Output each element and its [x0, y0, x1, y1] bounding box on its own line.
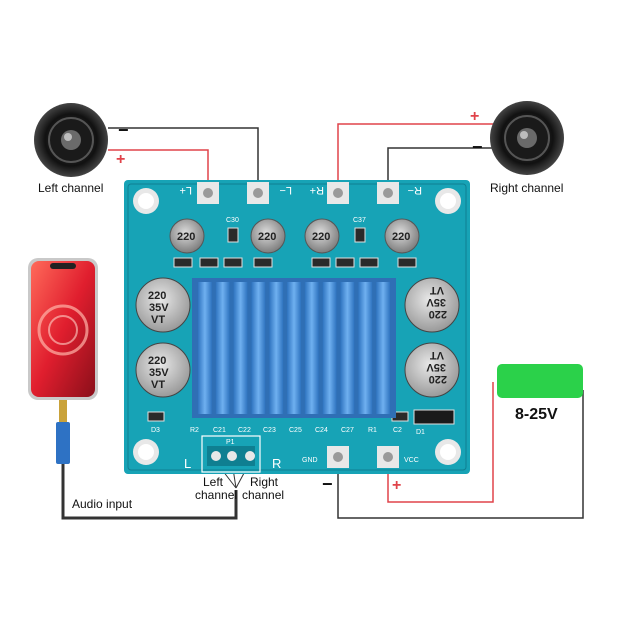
right-plus-mark: + — [470, 108, 479, 125]
heatsink — [192, 278, 396, 418]
heatsink-fin — [287, 282, 301, 414]
right-channel-label: Right channel — [490, 181, 563, 195]
silk-channel-r: R — [272, 456, 281, 471]
silk-gnd: GND — [302, 457, 318, 464]
heatsink-fin — [233, 282, 248, 414]
wire-right-minus — [387, 147, 495, 190]
wire-left-plus — [108, 149, 209, 190]
cap1-value: 220 — [148, 290, 166, 302]
heatsink-fin — [322, 282, 337, 414]
wire-right-plus — [337, 123, 495, 190]
heatsink-fin — [340, 282, 355, 414]
power-terminals — [327, 446, 399, 468]
silk-c30: C30 — [226, 217, 239, 224]
cap3-code: VT — [430, 284, 444, 296]
silk-ref-5: C24 — [315, 427, 328, 434]
silk-p1: P1 — [226, 439, 235, 446]
wires — [61, 123, 584, 520]
polarity-marks: − + + − − + — [116, 108, 483, 494]
silk-ref-8: C2 — [393, 427, 402, 434]
inductor-label-3: 220 — [312, 231, 330, 243]
phone-icon — [28, 258, 98, 400]
left-speaker-icon — [34, 103, 108, 177]
silk-ref-2: C22 — [238, 427, 251, 434]
gnd-minus-mark: − — [322, 474, 333, 494]
wire-vcc — [387, 382, 494, 503]
heatsink-fin — [304, 282, 319, 414]
speaker-terminals — [197, 182, 399, 204]
inductors — [169, 218, 420, 254]
cap3-value: 220 — [429, 308, 447, 320]
cap4-code: VT — [430, 349, 444, 361]
amplifier-board: L+ L− R+ R− 220 220 220 220 — [124, 180, 470, 474]
inductor-label-2: 220 — [258, 231, 276, 243]
heatsink-fin — [251, 282, 266, 414]
heatsink-fin — [376, 282, 390, 414]
heatsink-fin — [215, 282, 230, 414]
silk-channel-l: L — [184, 456, 191, 471]
wire-gnd — [337, 390, 584, 519]
left-plus-mark: + — [116, 151, 125, 168]
audio-jack-icon — [56, 400, 70, 464]
audio-input-label: Audio input — [72, 497, 133, 511]
left-minus-mark: − — [118, 120, 129, 140]
vcc-plus-mark: + — [392, 477, 401, 494]
terminal-label-rplus: R+ — [310, 184, 324, 196]
silk-d3: D3 — [151, 427, 160, 434]
silk-ref-1: C21 — [213, 427, 226, 434]
cap4-value: 220 — [429, 373, 447, 385]
right-speaker-icon — [490, 101, 564, 175]
silk-vcc: VCC — [404, 457, 419, 464]
cap2-value: 220 — [148, 355, 166, 367]
silk-ref-7: R1 — [368, 427, 377, 434]
battery-icon — [497, 364, 583, 398]
cap2-voltage: 35V — [149, 367, 169, 379]
cap2-code: VT — [151, 379, 165, 391]
silk-ref-4: C25 — [289, 427, 302, 434]
inductor-label-1: 220 — [177, 231, 195, 243]
cap3-voltage: 35V — [426, 296, 446, 308]
silk-ref-6: C27 — [341, 427, 354, 434]
mounting-holes — [133, 188, 461, 465]
voltage-label: 8-25V — [515, 406, 558, 423]
inductor-label-4: 220 — [392, 231, 410, 243]
left-channel-label: Left channel — [38, 181, 103, 195]
wire-audio — [61, 462, 238, 520]
cap1-voltage: 35V — [149, 302, 169, 314]
cap4-voltage: 35V — [426, 361, 446, 373]
silk-ref-3: C23 — [263, 427, 276, 434]
heatsink-fin — [269, 282, 284, 414]
cap1-code: VT — [151, 314, 165, 326]
terminal-label-rminus: R− — [408, 184, 422, 196]
heatsink-fin — [358, 282, 373, 414]
big-capacitors — [135, 277, 460, 398]
heatsink-fin — [198, 282, 212, 414]
terminal-label-lminus: L− — [279, 184, 292, 196]
silk-ref-0: R2 — [190, 427, 199, 434]
input-header — [201, 435, 261, 473]
silk-d1: D1 — [416, 429, 425, 436]
terminal-label-lplus: L+ — [179, 184, 192, 196]
right-minus-mark: − — [472, 137, 483, 157]
smd-components — [147, 227, 455, 425]
silk-c37: C37 — [353, 217, 366, 224]
wire-left-minus — [108, 127, 259, 190]
